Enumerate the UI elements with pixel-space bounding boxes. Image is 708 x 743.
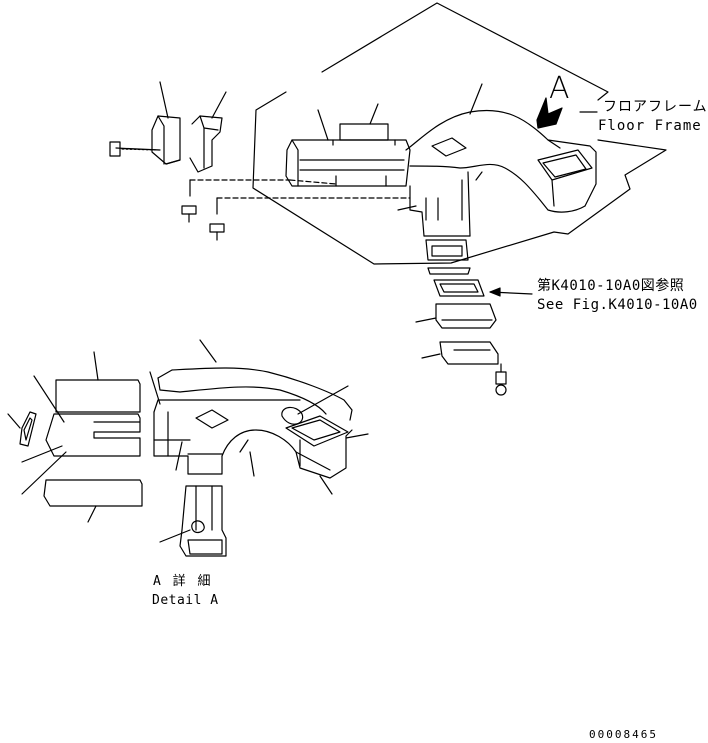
hole-leaders [189,179,218,215]
leader-lines-detail [7,339,369,543]
view-letter-a: A [549,71,570,106]
floor-frame-label-jp: フロアフレーム [603,99,708,115]
bracket-parts [109,115,225,241]
grille-parts [427,267,507,396]
projection-lines [189,179,411,199]
floor-frame-plate [252,2,667,265]
main-duct [285,109,597,261]
detail-a-parts [19,367,353,557]
leader-lines-top [159,81,598,359]
figure-reference-en: See Fig.K4010-10A0 [537,297,698,313]
view-arrow-a [536,97,563,129]
figure-reference-jp: 第K4010-10A0図参照 [537,278,685,294]
drawing-code: 00008465 [589,728,658,741]
detail-a-title-jp: A 詳 細 [153,574,213,589]
reference-arrowhead [489,287,501,297]
floor-frame-label-en: Floor Frame [598,118,702,134]
detail-a-title-en: Detail A [152,593,219,608]
